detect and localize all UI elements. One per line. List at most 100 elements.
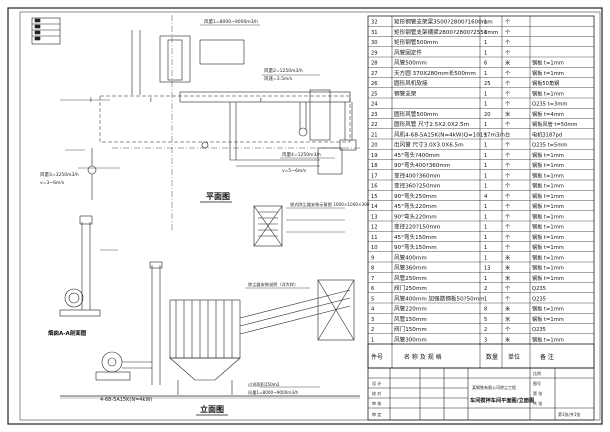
table-cell-qty: 8 bbox=[484, 307, 487, 313]
table-cell-qty: 1 bbox=[484, 153, 487, 159]
table-cell-unit: 个 bbox=[505, 101, 511, 108]
table-cell-no: 12 bbox=[371, 225, 378, 231]
table-cell-name: 风管400mm 加强筋钢板50?50mm bbox=[394, 294, 485, 302]
table-cell-no: 24 bbox=[371, 102, 378, 108]
table-cell-qty: 1 bbox=[484, 214, 487, 220]
table-cell-qty: 1 bbox=[484, 30, 487, 36]
table-cell-note: 钢板 t=1mm bbox=[532, 233, 564, 241]
plan-callout-mid-2: 风速=3.5m/s bbox=[264, 76, 293, 82]
table-cell-name: 矩形钢管支架梁3500?2800?1600mm bbox=[394, 18, 493, 26]
table-cell-qty: 1 bbox=[484, 91, 487, 97]
table-cell-no: 32 bbox=[371, 20, 378, 26]
table-cell-note: 电机3187pd bbox=[532, 130, 562, 138]
table-cell-qty: 1 bbox=[484, 184, 487, 190]
table-cell-no: 1 bbox=[371, 337, 374, 343]
table-cell-unit: 个 bbox=[505, 203, 511, 210]
drawing-frame bbox=[7, 7, 603, 425]
title-block-sheet-no: 第1张/共1张 bbox=[558, 411, 580, 417]
title-block-project: 某钢铁有限公司除尘工程 bbox=[472, 384, 516, 390]
table-cell-qty: 13 bbox=[484, 266, 491, 272]
table-cell-no: 9 bbox=[371, 255, 374, 261]
table-cell-qty: 1 bbox=[484, 225, 487, 231]
table-cell-unit: 米 bbox=[505, 315, 511, 323]
table-cell-no: 8 bbox=[371, 266, 374, 272]
collector-elevation bbox=[169, 299, 241, 359]
table-cell-unit: 米 bbox=[505, 274, 511, 282]
table-cell-no: 4 bbox=[371, 307, 375, 313]
table-cell-qty: 1 bbox=[484, 132, 487, 138]
table-cell-name: 出风管 尺寸3.0X3.0X6.5m bbox=[394, 141, 464, 149]
title-block-check: 校 对 bbox=[372, 390, 381, 396]
table-cell-name: 变径220?150mm bbox=[394, 223, 440, 231]
table-header-row: 件号 名 称 及 规 格 数量 单位 备 注 bbox=[367, 343, 595, 369]
elevation-bottom-3: 风量1=8000~9000m3/h bbox=[248, 389, 299, 396]
table-cell-name: 天方圆 370X280mm长500mm bbox=[394, 69, 476, 77]
table-cell-no: 5 bbox=[371, 296, 374, 302]
plan-callout-left-2: v=3~6m/s bbox=[40, 180, 65, 186]
plan-view bbox=[31, 15, 360, 230]
table-cell-qty: 1 bbox=[484, 245, 487, 251]
table-cell-unit: 个 bbox=[505, 295, 511, 302]
table-cell-no: 20 bbox=[371, 143, 378, 149]
table-cell-name: 90°弯头250mm bbox=[394, 192, 437, 200]
table-cell-note: 钢板 t=1mm bbox=[532, 69, 564, 77]
table-cell-qty: 1 bbox=[484, 163, 487, 169]
table-cell-note: Q235 bbox=[532, 286, 546, 292]
table-cell-unit: 个 bbox=[505, 183, 511, 190]
table-cell-name: 45°弯头150mm bbox=[394, 233, 437, 241]
table-cell-name: 风管500mm bbox=[394, 59, 427, 67]
title-block-design: 设 计 bbox=[372, 380, 381, 386]
table-cell-qty: 1 bbox=[484, 50, 487, 56]
table-header-qty: 数量 bbox=[486, 353, 498, 361]
table-cell-qty: 5 bbox=[484, 317, 487, 323]
table-cell-qty: 1 bbox=[484, 102, 487, 108]
table-cell-note: 钢板 t=1mm bbox=[532, 264, 564, 272]
table-cell-name: 90°弯头150mm bbox=[394, 243, 437, 251]
table-cell-no: 28 bbox=[371, 61, 378, 67]
table-cell-qty: 1 bbox=[484, 143, 487, 149]
table-cell-no: 19 bbox=[371, 153, 378, 159]
table-cell-note: 钢板 t=1mm bbox=[532, 335, 564, 343]
table-cell-note: 钢板 t=4mm bbox=[532, 110, 564, 118]
table-cell-note: 钢板50角钢 bbox=[532, 79, 559, 87]
table-cell-no: 27 bbox=[371, 71, 378, 77]
table-cell-no: 15 bbox=[371, 194, 378, 200]
table-cell-name: 风管固定件 bbox=[394, 48, 422, 56]
table-cell-no: 13 bbox=[371, 214, 378, 220]
table-cell-unit: 个 bbox=[505, 172, 511, 179]
table-cell-qty: 1 bbox=[484, 122, 487, 128]
table-header-no: 件号 bbox=[371, 353, 383, 361]
table-cell-name: 阀门250mm bbox=[394, 284, 427, 292]
table-header-unit: 单位 bbox=[508, 353, 520, 361]
table-cell-name: 钢管支架 bbox=[394, 89, 417, 97]
table-cell-note: 钢板 t=1mm bbox=[532, 89, 564, 97]
plan-callout-right-1: 风量4=1250m3/h bbox=[282, 151, 321, 158]
table-cell-note: 钢板 t=1mm bbox=[532, 223, 564, 231]
title-block bbox=[367, 367, 595, 421]
table-cell-unit: 个 bbox=[505, 285, 511, 292]
table-cell-note: Q235 t=5mm bbox=[532, 143, 567, 149]
table-cell-note: 钢板 t=1mm bbox=[532, 274, 564, 282]
section-label-i-2: I bbox=[150, 97, 152, 104]
title-block-drawing-no: 图号 bbox=[533, 380, 541, 386]
table-cell-unit: 个 bbox=[505, 70, 511, 77]
table-cell-name: 圆形风管500mm bbox=[394, 110, 438, 118]
table-cell-note: 钢板 t=1mm bbox=[532, 192, 564, 200]
section-label-i-1: I bbox=[90, 97, 92, 104]
table-cell-unit: 个 bbox=[505, 193, 511, 200]
table-cell-no: 3 bbox=[371, 317, 374, 323]
plan-callout-right-2: v=5~6m/s bbox=[282, 168, 307, 174]
detail-title: 袋式除尘器安装示意图 1000×1000×300 bbox=[290, 201, 370, 208]
table-cell-qty: 1 bbox=[484, 235, 487, 241]
table-cell-unit: 个 bbox=[505, 19, 511, 26]
table-cell-note: 钢板 t=1mm bbox=[532, 202, 564, 210]
table-cell-unit: 个 bbox=[505, 49, 511, 56]
table-cell-name: 风管360mm bbox=[394, 264, 427, 272]
table-cell-qty: 6 bbox=[484, 61, 487, 67]
title-block-approve: 审 定 bbox=[372, 411, 381, 417]
title-block-total: 共 张 bbox=[533, 400, 542, 406]
plan-callout-left-1: 风量3=3250m3/h bbox=[40, 171, 79, 178]
plan-callout-mid-1: 风量2=1250m3/h bbox=[264, 67, 303, 74]
table-cell-unit: 米 bbox=[505, 59, 511, 67]
table-cell-unit: 个 bbox=[505, 90, 511, 97]
